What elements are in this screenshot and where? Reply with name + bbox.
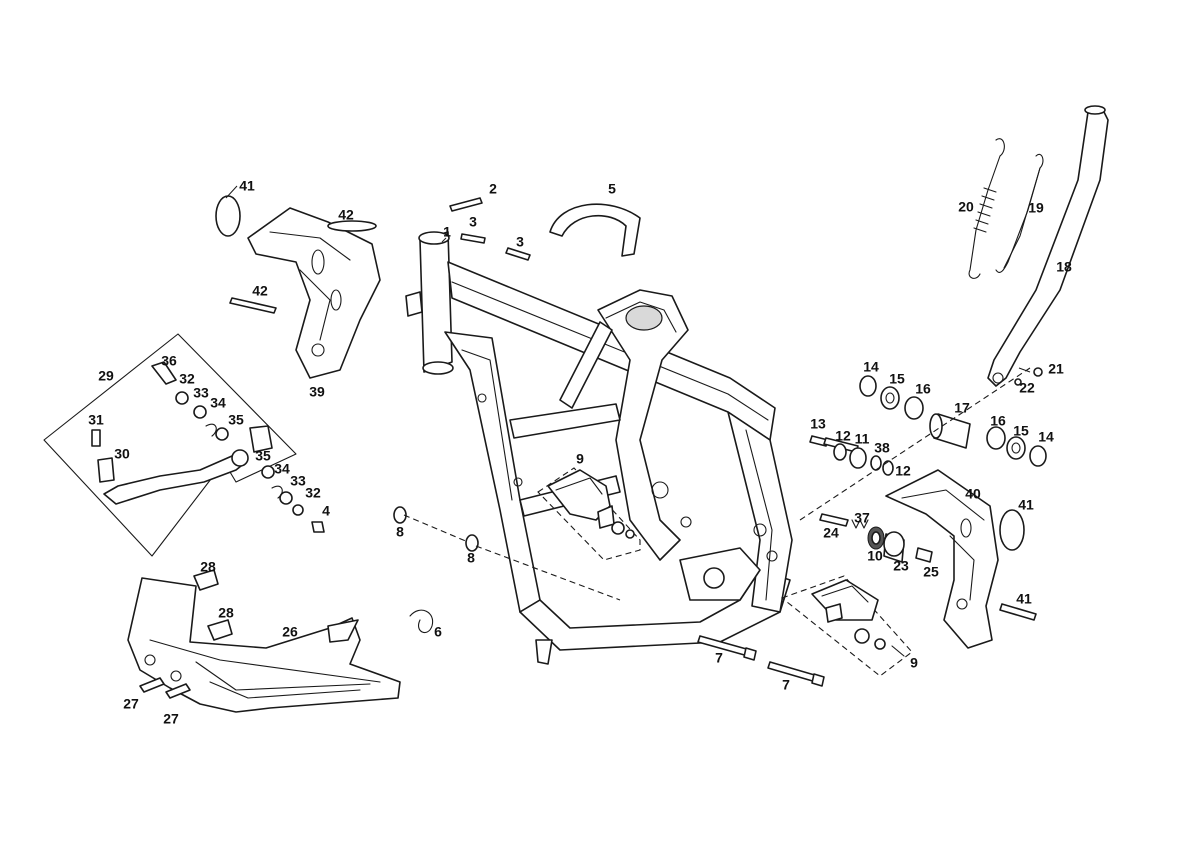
callout-25: 25 [923,564,939,580]
tie-41-right-lower [999,603,1037,621]
washer-8-lower [465,534,479,552]
spring-19 [995,153,1044,273]
callout-13: 13 [810,416,826,432]
callout-8: 8 [467,550,475,566]
callout-30: 30 [114,446,130,462]
callout-14: 14 [1038,429,1054,445]
skid-plate [127,577,401,713]
handle-bracket-5 [549,203,641,257]
spring-37 [851,519,869,529]
callout-22: 22 [1019,380,1035,396]
leader-lines [225,185,1031,373]
tie-42-side [229,297,277,314]
callout-8: 8 [396,524,404,540]
callout-38: 38 [874,440,890,456]
callout-9: 9 [576,451,584,467]
callout-12: 12 [895,463,911,479]
radiator-guard-left [247,207,381,379]
callout-7: 7 [782,677,790,693]
side-stand [987,105,1109,387]
callout-21: 21 [1048,361,1064,377]
callout-31: 31 [88,412,104,428]
callout-32: 32 [305,485,321,501]
callout-17: 17 [954,400,970,416]
callout-12: 12 [835,428,851,444]
callout-4: 4 [322,503,330,519]
callout-41: 41 [1016,591,1032,607]
callout-32: 32 [179,371,195,387]
pin-3-lower [505,247,531,261]
callout-2: 2 [489,181,497,197]
washer-8-upper [393,506,407,524]
callout-41: 41 [239,178,255,194]
shock-mount-spacer-stack [809,375,1047,476]
footrest-right [780,575,913,677]
bracket-28-upper [193,569,219,591]
spacer-23 [883,531,905,563]
callout-3: 3 [469,214,477,230]
pin-2 [449,197,483,212]
callout-34: 34 [210,395,226,411]
callout-9: 9 [910,655,918,671]
callout-19: 19 [1028,200,1044,216]
gear-lever-group [43,333,325,557]
callout-15: 15 [889,371,905,387]
callout-29: 29 [98,368,114,384]
callout-26: 26 [282,624,298,640]
bolt-7-upper [697,635,757,661]
callout-35: 35 [255,448,271,464]
callout-15: 15 [1013,423,1029,439]
callout-16: 16 [990,413,1006,429]
callout-14: 14 [863,359,879,375]
bushing-10 [867,526,885,550]
callout-28: 28 [218,605,234,621]
callout-40: 40 [965,486,981,502]
footrest-left [537,467,641,561]
callout-28: 28 [200,559,216,575]
callout-16: 16 [915,381,931,397]
main-frame [405,231,793,665]
callout-35: 35 [228,412,244,428]
spring-20 [968,138,1005,279]
callout-23: 23 [893,558,909,574]
callout-10: 10 [867,548,883,564]
callout-24: 24 [823,525,839,541]
callout-33: 33 [193,385,209,401]
callout-36: 36 [161,353,177,369]
pin-3-upper [460,233,486,244]
callout-3: 3 [516,234,524,250]
callout-1: 1 [443,224,451,240]
bolt-24 [819,513,849,527]
callout-5: 5 [608,181,616,197]
callout-33: 33 [290,473,306,489]
radiator-guard-right [885,469,999,649]
callout-42: 42 [252,283,268,299]
callout-42: 42 [338,207,354,223]
callout-20: 20 [958,199,974,215]
callout-7: 7 [715,650,723,666]
callout-34: 34 [274,461,290,477]
callout-37: 37 [854,510,870,526]
ring-41-left [215,195,241,237]
ring-41-right-upper [999,509,1025,551]
callout-41: 41 [1018,497,1034,513]
bolt-7-lower [767,661,825,687]
callout-labels: 1 2 3 3 4 5 6 7 7 8 8 9 9 10 11 12 12 13… [88,178,1072,727]
callout-27: 27 [163,711,179,727]
tie-42-top [327,220,377,232]
callout-27: 27 [123,696,139,712]
nut-25 [915,547,933,563]
callout-11: 11 [855,431,870,447]
callout-6: 6 [434,624,442,640]
callout-39: 39 [309,384,325,400]
bracket-28-lower [207,619,233,641]
callout-18: 18 [1056,259,1072,275]
spring-6 [409,609,434,634]
